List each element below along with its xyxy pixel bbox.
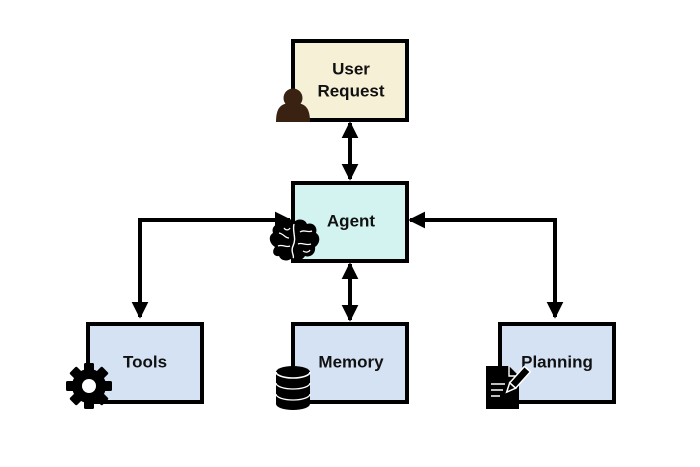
node-user-request-label-line2: Request [317, 81, 384, 100]
node-memory: Memory [291, 322, 409, 404]
node-user-request: User Request [291, 39, 409, 122]
connector-agent-tools [131, 211, 292, 319]
connections [131, 121, 564, 322]
document-pen-icon [486, 365, 532, 409]
database-icon [275, 366, 311, 410]
gear-icon [66, 363, 112, 409]
node-user-request-box [291, 39, 409, 122]
node-memory-box [291, 322, 409, 404]
connector-agent-planning [408, 211, 564, 319]
node-tools: Tools [86, 322, 204, 404]
brain-icon [269, 219, 320, 261]
person-icon [276, 88, 310, 122]
node-tools-label: Tools [123, 352, 167, 371]
node-memory-label: Memory [318, 352, 384, 371]
node-agent-label: Agent [327, 211, 376, 230]
node-planning-label: Planning [521, 352, 593, 371]
node-tools-box [86, 322, 204, 404]
node-user-request-label-line1: User [332, 59, 370, 78]
